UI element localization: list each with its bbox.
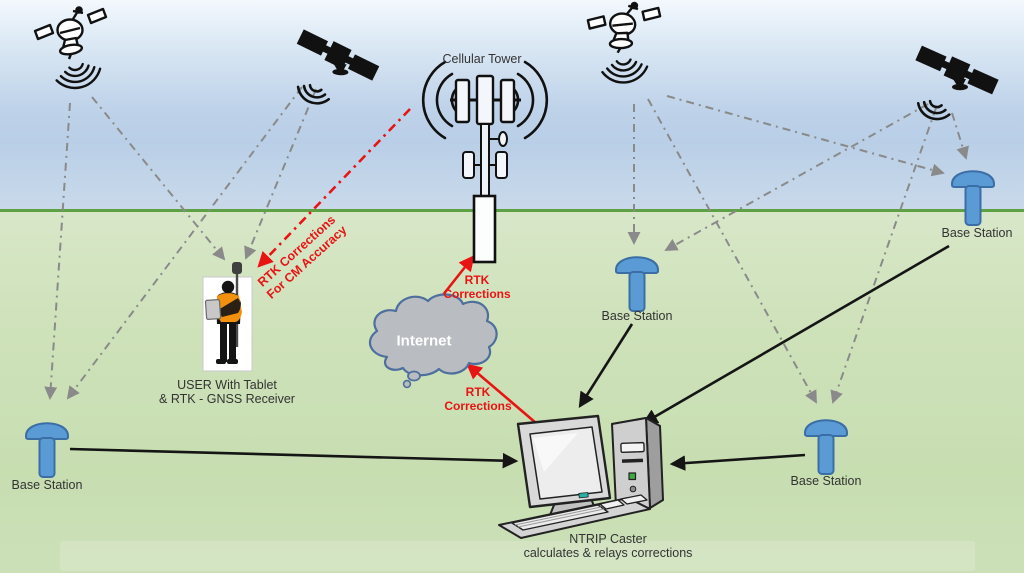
user-label: USER With Tablet & RTK - GNSS Receiver (159, 378, 295, 406)
rtk-corrections-caster-line1: RTK (465, 385, 491, 399)
user-label-line2: & RTK - GNSS Receiver (159, 392, 295, 406)
tablet-icon (204, 299, 222, 320)
user-label-line1: USER With Tablet (177, 378, 277, 392)
link-caster-to-internet (466, 363, 537, 424)
gnss-satellite-outline-icon (578, 0, 663, 93)
gnss-receiver-antenna-icon (232, 262, 242, 274)
link-right-base-to-caster (641, 244, 950, 425)
ntrip-caster-label-line1: NTRIP Caster (569, 532, 647, 546)
base-station-icon-right (951, 170, 995, 226)
signal-line-sat1-user (91, 96, 226, 261)
base-station-label-bottom-left: Base Station (11, 478, 83, 492)
gnss-satellite-solid-icon (913, 42, 1001, 125)
base-station-label-middle: Base Station (601, 309, 673, 323)
rtk-corrections-caster-label: RTK Corrections (444, 385, 511, 413)
rtk-corrections-tower-line2: Corrections (443, 287, 511, 301)
link-middle-base-to-caster (578, 323, 634, 408)
person-silhouette (204, 280, 242, 364)
link-bottom-right-base-to-caster (669, 453, 806, 471)
internet-cloud-icon (368, 293, 498, 389)
horizon-line (0, 209, 1024, 212)
ntrip-caster-label-line2: calculates & relays corrections (523, 546, 693, 560)
signal-line-sat4-bottom-right-base (830, 107, 937, 404)
computer-tower-icon (611, 417, 664, 509)
ntrip-caster-computer-icon (498, 414, 664, 539)
base-station-icon-middle (615, 256, 659, 312)
cellular-tower-icon (421, 60, 549, 264)
link-tower-to-user (257, 108, 411, 268)
signal-line-sat1-bottom-left-base (44, 102, 71, 400)
signal-line-sat3-right-base (666, 95, 945, 177)
base-station-label-bottom-right: Base Station (790, 474, 862, 488)
base-station-icon-bottom-left (25, 422, 69, 478)
base-station-label-right: Base Station (941, 226, 1013, 240)
signal-line-sat4-right-base (951, 112, 969, 160)
rtk-corrections-caster-line2: Corrections (444, 399, 512, 413)
signal-line-sat4-middle-base (664, 103, 929, 251)
base-station-icon-bottom-right (804, 419, 848, 475)
computer-monitor-icon (516, 414, 612, 521)
rtk-corrections-tower-label: RTK Corrections (443, 273, 510, 301)
ground-highlight-strip (60, 541, 975, 571)
signal-line-sat2-bottom-left-base (66, 86, 303, 400)
gnss-satellite-solid-icon (292, 25, 383, 112)
base-station-data-links (69, 244, 950, 471)
satellite-signal-links (44, 86, 969, 404)
signal-line-sat3-bottom-right-base (647, 98, 817, 404)
link-bottom-left-base-to-caster (69, 447, 519, 469)
ground-background (0, 212, 1024, 573)
internet-label: Internet (396, 332, 452, 350)
cellular-tower-label: Cellular Tower (442, 52, 522, 66)
ntrip-caster-label: NTRIP Caster calculates & relays correct… (524, 532, 693, 560)
user-with-tablet-icon (202, 262, 253, 372)
gnss-satellite-outline-icon (33, 6, 108, 95)
rtk-corrections-tower-line1: RTK (464, 273, 490, 287)
computer-keyboard-icon (498, 494, 651, 539)
